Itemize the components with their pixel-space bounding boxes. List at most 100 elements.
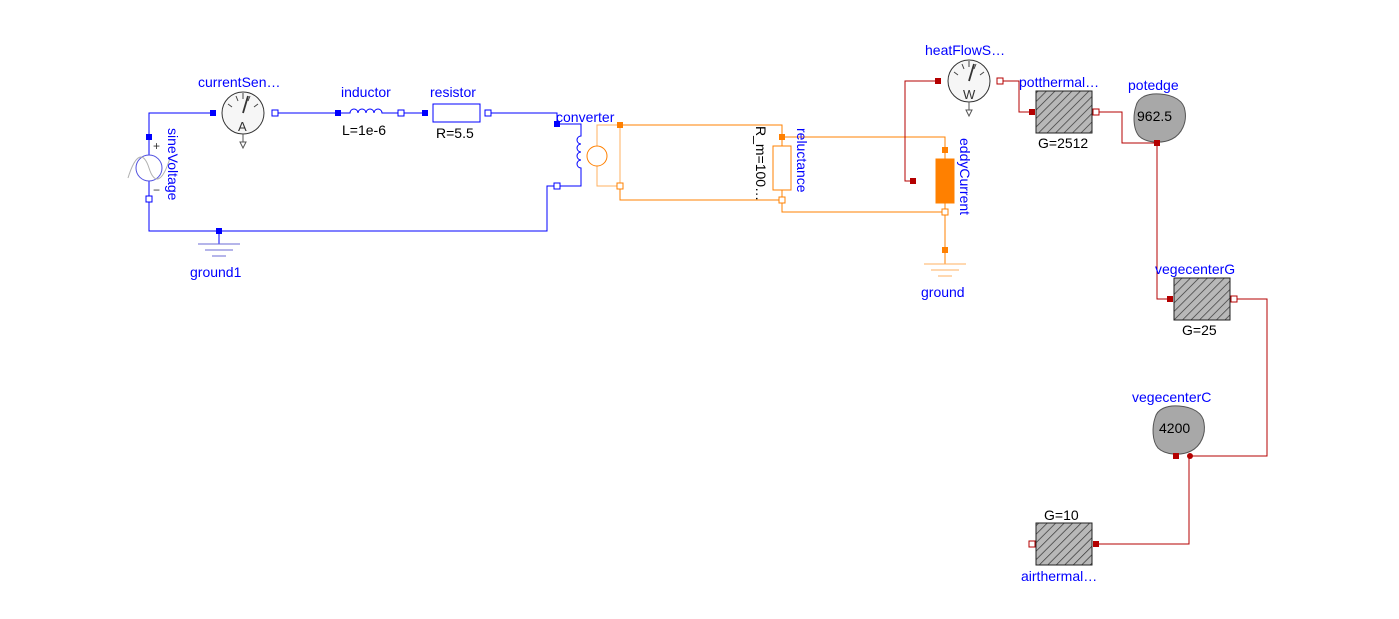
wattmeter-symbol: W xyxy=(963,87,976,102)
air-thermal-conductor[interactable]: G=10 airthermal… xyxy=(1021,507,1099,584)
sine-voltage-source[interactable]: + − sineVoltage xyxy=(127,128,181,203)
resistor-label: resistor xyxy=(430,84,476,100)
sine-minus-sign: − xyxy=(153,183,160,197)
sine-wave-icon xyxy=(127,156,171,180)
air-thermal-port-b[interactable] xyxy=(1093,541,1099,547)
air-thermal-param: G=10 xyxy=(1044,507,1079,523)
eddy-port-n[interactable] xyxy=(941,208,949,216)
pot-thermal-label: potthermal… xyxy=(1019,74,1099,90)
ground1-label: ground1 xyxy=(190,264,242,280)
sensor-port-p[interactable] xyxy=(210,110,216,116)
ground-icon xyxy=(198,243,240,257)
sine-port-p[interactable] xyxy=(146,134,152,140)
converter-coil-icon xyxy=(557,123,582,187)
thermal-conductor-icon xyxy=(1035,522,1093,566)
sensor-port-n[interactable] xyxy=(271,109,279,117)
vege-center-g-label: vegecenterG xyxy=(1155,261,1235,277)
sensor-output-arrow xyxy=(239,141,247,150)
vege-center-capacitor[interactable]: vegecenterC 4200 xyxy=(1132,389,1211,459)
magnetic-ground-port[interactable] xyxy=(942,247,948,253)
resistor-port-n[interactable] xyxy=(484,109,492,117)
pot-thermal-port-b[interactable] xyxy=(1092,108,1100,116)
vege-c-port-a[interactable] xyxy=(1173,453,1179,459)
sine-plus-sign: + xyxy=(153,139,160,153)
current-sensor-label: currentSen… xyxy=(198,74,280,90)
resistor[interactable]: resistor R=5.5 xyxy=(422,84,492,141)
vege-center-g-param: G=25 xyxy=(1182,322,1217,338)
inductor-label: inductor xyxy=(341,84,391,100)
converter-port-mn[interactable] xyxy=(616,182,624,190)
resistor-body-icon xyxy=(432,103,481,123)
magnetic-wires xyxy=(619,124,946,250)
electro-magnetic-converter[interactable]: converter xyxy=(553,109,624,190)
reluctance-param: R_m=100… xyxy=(753,126,769,201)
wire-source-to-sensor[interactable] xyxy=(148,112,213,137)
pot-edge-capacitor[interactable]: potedge 962.5 xyxy=(1128,77,1186,146)
wire-sensor-to-potthermal[interactable] xyxy=(1000,80,1032,113)
vege-center-c-value: 4200 xyxy=(1159,420,1190,436)
inductor-port-p[interactable] xyxy=(335,110,341,116)
heat-capacitor-icon xyxy=(1152,405,1205,455)
heat-flow-sensor[interactable]: heatFlowS… W xyxy=(925,42,1005,118)
pot-edge-label: potedge xyxy=(1128,77,1179,93)
wire-return-path[interactable] xyxy=(148,185,557,232)
reluctance-port-p[interactable] xyxy=(779,134,785,140)
wire-resistor-to-converter[interactable] xyxy=(488,112,558,124)
vege-c-port-junction[interactable] xyxy=(1187,453,1193,459)
vege-center-c-label: vegecenterC xyxy=(1132,389,1211,405)
inductor[interactable]: inductor L=1e-6 xyxy=(335,84,405,138)
converter-port-en[interactable] xyxy=(553,182,561,190)
pot-thermal-port-a[interactable] xyxy=(1029,109,1035,115)
eddy-heat-port[interactable] xyxy=(910,178,916,184)
pot-thermal-param: G=2512 xyxy=(1038,135,1088,151)
heat-sensor-port-a[interactable] xyxy=(935,78,941,84)
converter-port-ep[interactable] xyxy=(554,121,560,127)
reluctance[interactable]: R_m=100… reluctance xyxy=(753,126,810,204)
heat-sensor-port-b[interactable] xyxy=(996,77,1004,85)
converter-magnetic-source-icon xyxy=(586,145,608,167)
sine-port-n[interactable] xyxy=(145,195,153,203)
pot-edge-value: 962.5 xyxy=(1137,108,1172,124)
reluctance-port-n[interactable] xyxy=(778,196,786,204)
resistor-port-p[interactable] xyxy=(422,110,428,116)
magnetic-ground[interactable]: ground xyxy=(921,247,966,300)
magnetic-ground-label: ground xyxy=(921,284,965,300)
wire-vegecenterC-to-airthermal[interactable] xyxy=(1096,456,1190,545)
wire-converter-bottom[interactable] xyxy=(619,186,782,201)
ground-icon xyxy=(924,263,966,277)
eddy-current[interactable]: eddyCurrent xyxy=(910,138,973,216)
vege-g-port-a[interactable] xyxy=(1167,296,1173,302)
wire-reluctance-bottom-to-eddy[interactable] xyxy=(781,200,945,213)
resistor-param: R=5.5 xyxy=(436,125,474,141)
wire-potthermal-to-potedge[interactable] xyxy=(1096,111,1157,144)
inductor-param: L=1e-6 xyxy=(342,122,386,138)
vege-g-port-b[interactable] xyxy=(1230,295,1238,303)
wattmeter-needle xyxy=(968,63,975,82)
ammeter-symbol: A xyxy=(238,119,247,134)
wire-reluctance-to-eddy[interactable] xyxy=(782,136,946,150)
wire-converter-to-reluctance[interactable] xyxy=(619,124,783,137)
eddy-current-label: eddyCurrent xyxy=(957,138,973,215)
air-thermal-port-a[interactable] xyxy=(1028,540,1036,548)
air-thermal-label: airthermal… xyxy=(1021,568,1097,584)
converter-port-mp[interactable] xyxy=(617,122,623,128)
eddy-port-p[interactable] xyxy=(942,147,948,153)
pot-thermal-conductor[interactable]: potthermal… G=2512 xyxy=(1019,74,1100,151)
wire-potedge-to-vegecenterG[interactable] xyxy=(1156,143,1170,300)
wire-eddy-heat-to-sensor[interactable] xyxy=(904,80,938,182)
current-sensor[interactable]: currentSen… A xyxy=(198,74,280,150)
inductor-port-n[interactable] xyxy=(397,109,405,117)
sine-voltage-label: sineVoltage xyxy=(165,128,181,201)
ground1[interactable]: ground1 xyxy=(190,228,242,280)
heat-capacitor-icon xyxy=(1133,93,1186,143)
ground1-port[interactable] xyxy=(216,228,222,234)
wire-vegecenterG-to-vegecenterC[interactable] xyxy=(1190,298,1268,457)
vege-center-conductor[interactable]: vegecenterG G=25 xyxy=(1155,261,1238,338)
thermal-conductor-icon xyxy=(1035,90,1093,134)
thermal-wires xyxy=(904,80,1268,545)
reluctance-body-icon xyxy=(772,145,792,191)
heat-flow-sensor-label: heatFlowS… xyxy=(925,42,1005,58)
pot-edge-port[interactable] xyxy=(1154,140,1160,146)
ammeter-needle xyxy=(242,95,249,114)
